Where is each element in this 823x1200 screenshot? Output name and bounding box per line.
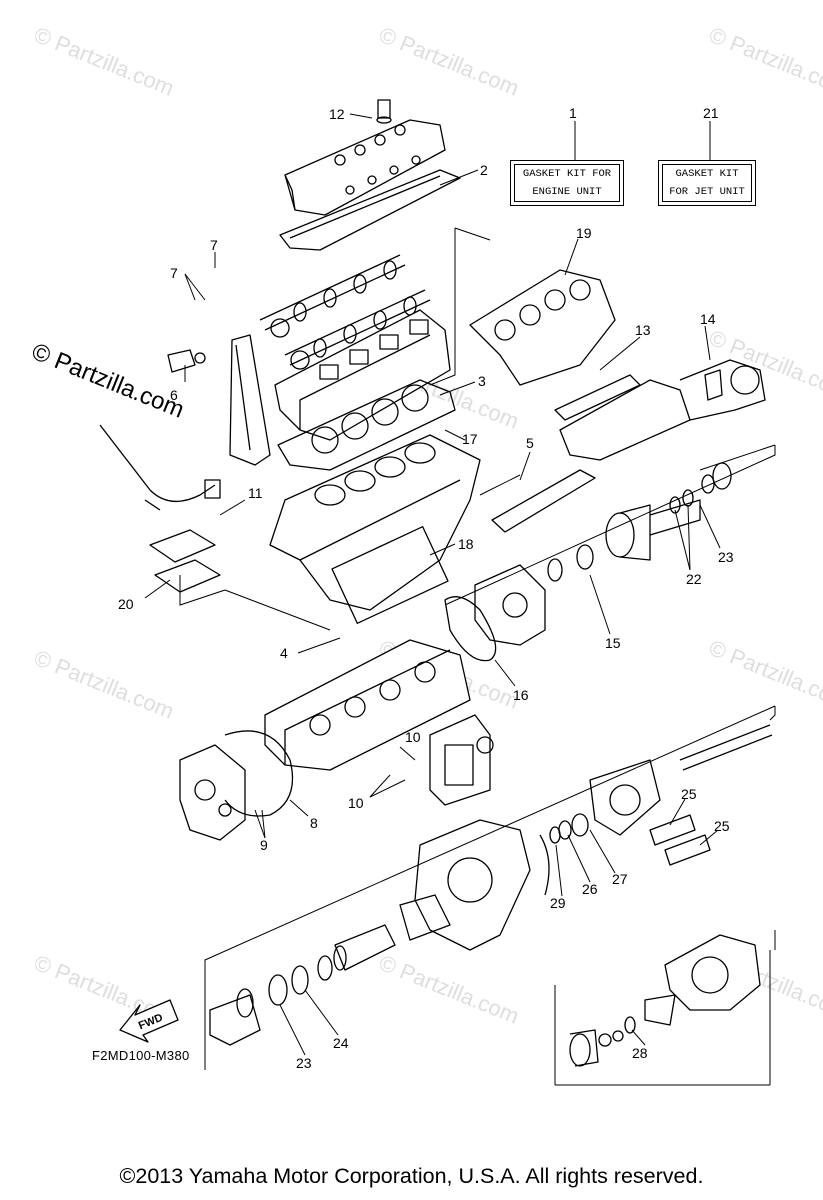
callout-23: 23	[718, 549, 734, 565]
camshafts	[259, 254, 431, 370]
callout-1: 1	[569, 105, 577, 121]
cover-gasket	[279, 169, 461, 251]
head-gasket	[277, 379, 456, 471]
callout-13: 13	[635, 322, 651, 338]
callout-18: 18	[458, 536, 474, 552]
callout-14: 14	[700, 311, 716, 327]
dipstick-hose	[99, 424, 221, 511]
gasket-25a	[649, 814, 696, 846]
callout-9: 9	[260, 837, 268, 853]
gasket-kit-engine-line1: GASKET KIT FOR	[522, 168, 612, 180]
callout-8: 8	[310, 815, 318, 831]
seal-26	[558, 820, 572, 840]
callout-11: 11	[248, 485, 263, 501]
gasket-kit-jet-line2: FOR JET UNIT	[669, 186, 745, 198]
callout-26: 26	[582, 881, 598, 897]
callout-5: 5	[526, 435, 534, 451]
gasket-kit-engine-line2: ENGINE UNIT	[532, 186, 602, 198]
crankcase	[264, 639, 471, 771]
callout-10b: 10	[348, 795, 364, 811]
callout-10: 10	[405, 729, 421, 745]
callout-15: 15	[605, 635, 621, 651]
jet-pump	[399, 819, 550, 951]
callout-20: 20	[118, 596, 134, 612]
callout-25: 25	[681, 786, 697, 802]
jet-nozzle	[644, 934, 761, 1026]
gasket-kit-jet-line1: GASKET KIT	[675, 168, 739, 180]
gasket-kit-engine-box: GASKET KIT FOR ENGINE UNIT	[510, 160, 624, 206]
exhaust-manifold	[469, 269, 766, 461]
callout-7: 7	[210, 237, 218, 253]
copyright-footer: ©2013 Yamaha Motor Corporation, U.S.A. A…	[119, 1164, 704, 1188]
callout-24: 24	[333, 1035, 349, 1051]
cylinder-head	[274, 309, 451, 441]
head-cover	[284, 99, 446, 216]
callout-6: 6	[170, 387, 178, 403]
callout-23b: 23	[296, 1055, 312, 1071]
oil-pump-cover	[179, 730, 294, 841]
drive-hose	[209, 924, 396, 1046]
bearing-sleeve	[569, 1033, 591, 1067]
timing-chain	[229, 334, 271, 466]
callout-12: 12	[329, 106, 345, 122]
water-pump-housing	[429, 714, 494, 806]
callout-leaders	[144, 113, 721, 1056]
callout-19: 19	[576, 225, 592, 241]
gasket-25b	[664, 834, 711, 866]
callout-29: 29	[550, 895, 566, 911]
callout-25b: 25	[714, 818, 730, 834]
chain-tensioner	[167, 349, 206, 373]
callout-numbers: 1 2 3 4 5 6 7 7 8 9 10 10 11 12 13 14 15…	[118, 105, 734, 1071]
gasket-kit-jet-box: GASKET KIT FOR JET UNIT	[658, 160, 756, 206]
drive-coupler	[547, 462, 732, 582]
front-housing	[444, 564, 546, 662]
leader-lines	[179, 227, 776, 1086]
callout-3: 3	[478, 373, 486, 389]
callout-21: 21	[703, 105, 719, 121]
callout-4: 4	[280, 645, 288, 661]
callout-7b: 7	[170, 265, 178, 281]
fwd-arrow	[119, 999, 179, 1043]
intake-gasket	[491, 469, 596, 533]
callout-28: 28	[632, 1045, 648, 1061]
callout-22: 22	[686, 571, 702, 587]
callout-16: 16	[513, 687, 529, 703]
callout-17: 17	[462, 431, 478, 447]
callout-27: 27	[612, 871, 628, 887]
diagram-code: F2MD100-M380	[92, 1048, 190, 1063]
oil-separator-plates	[149, 529, 221, 593]
impeller-shaft	[589, 724, 773, 836]
callout-2: 2	[480, 162, 488, 178]
seal-27	[571, 813, 589, 837]
cylinder-block	[269, 434, 481, 624]
